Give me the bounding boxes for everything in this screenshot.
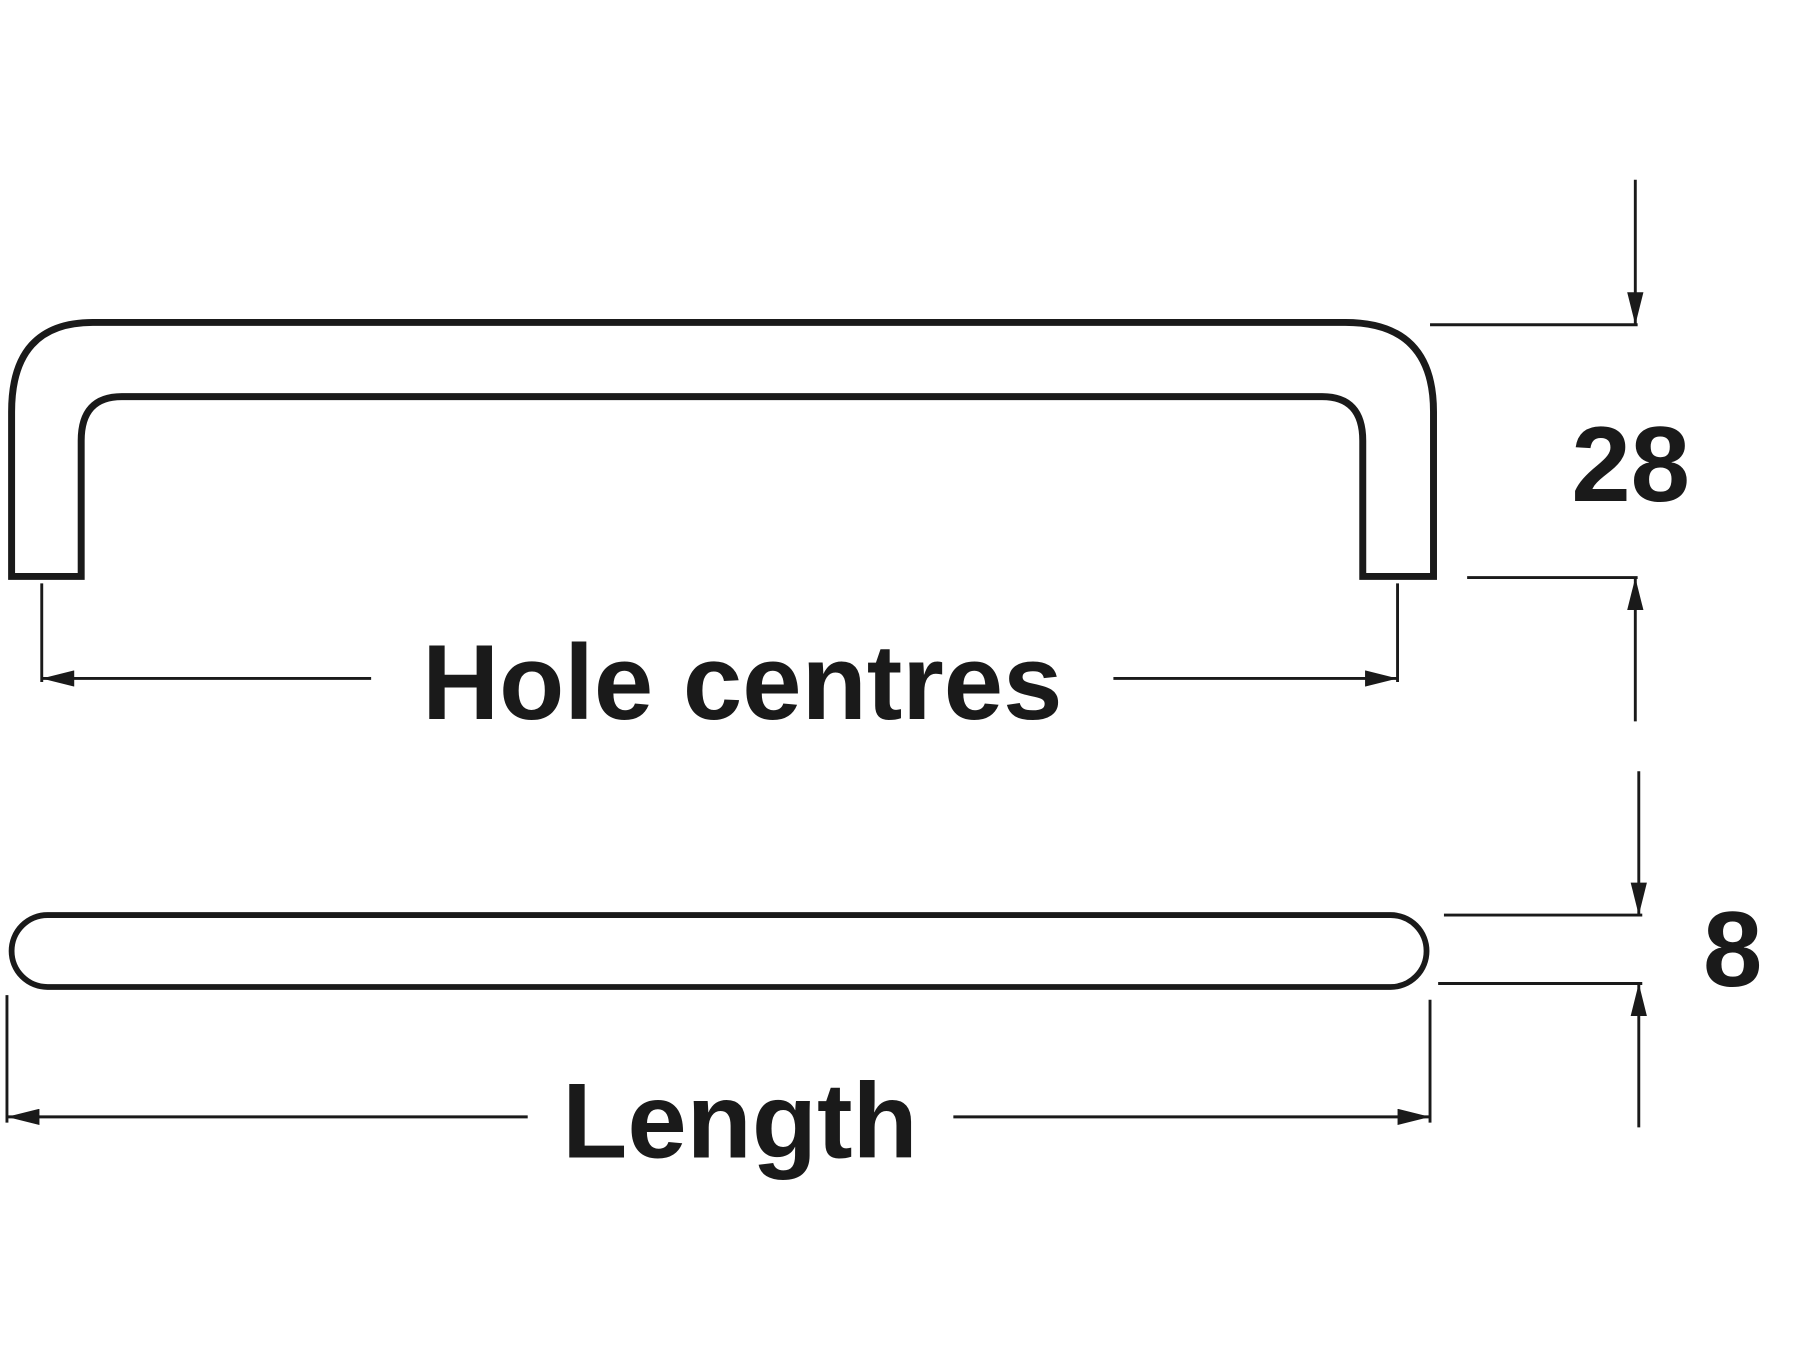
hole-centres-dimension: Hole centres: [40, 583, 1400, 742]
thickness-dimension: 8: [1438, 771, 1762, 1128]
hole-centres-label: Hole centres: [422, 622, 1062, 742]
handle-top-view: [8, 912, 1430, 990]
height-label: 28: [1571, 404, 1690, 524]
handle-side-view: [8, 318, 1437, 580]
height-dimension: 28: [1430, 179, 1690, 722]
length-dimension: Length: [5, 995, 1432, 1180]
length-label: Length: [562, 1060, 918, 1180]
thickness-label: 8: [1703, 889, 1762, 1009]
